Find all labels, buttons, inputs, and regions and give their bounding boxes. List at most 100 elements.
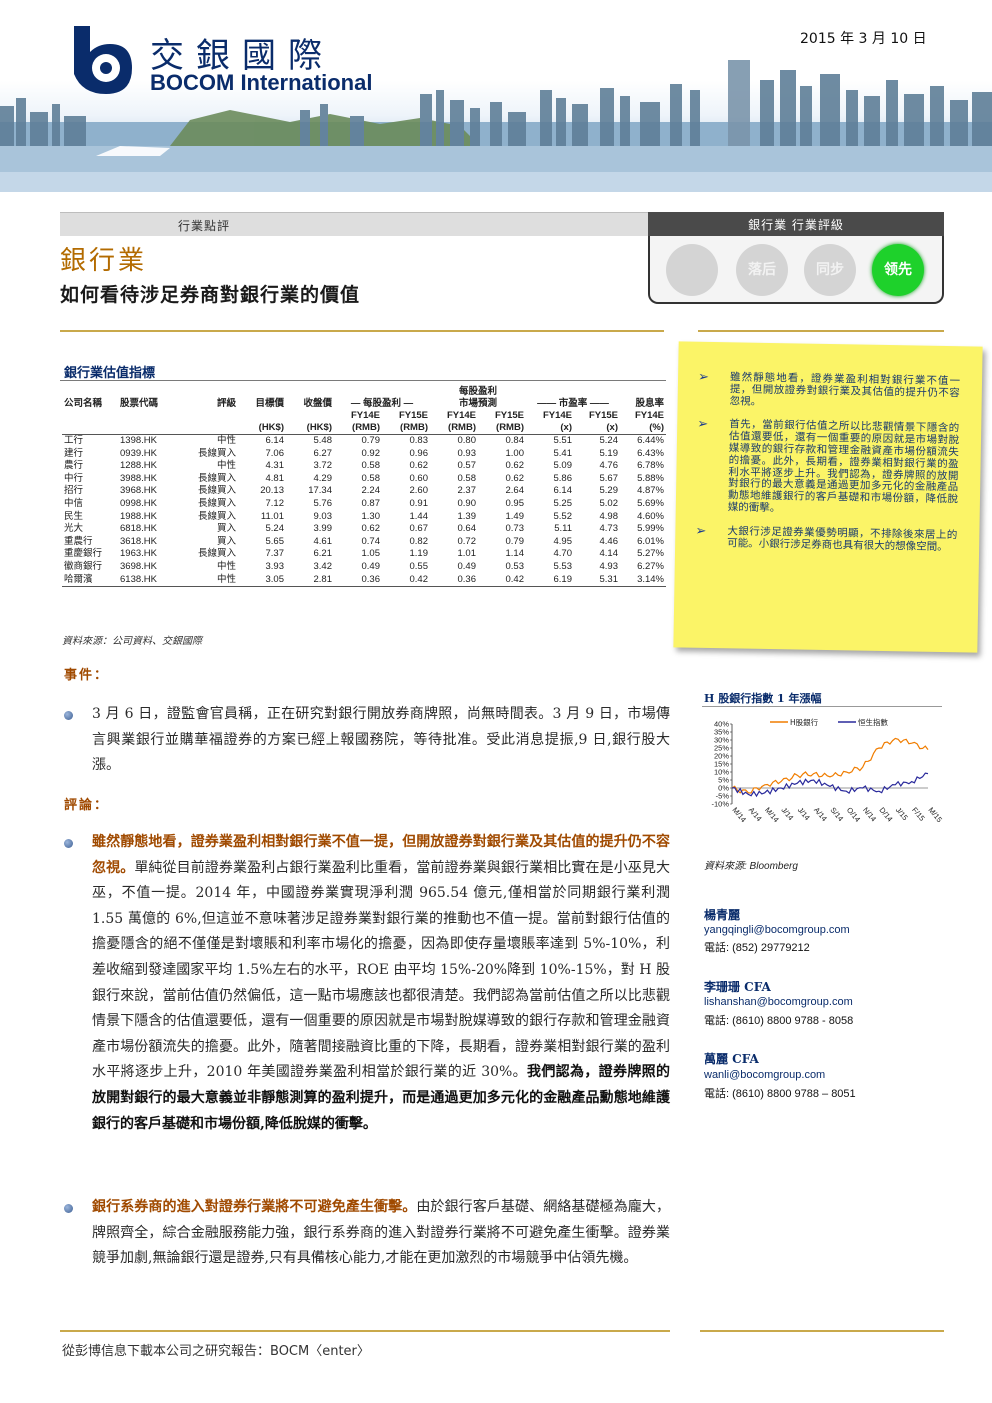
table-cell: 4.93 [599,560,619,572]
bullet-icon [64,839,73,848]
table-cell: 長線買入 [197,485,236,497]
table-cell: 5.52 [553,510,573,522]
table-cell: 0.55 [409,560,429,572]
col-unit: (RMB) [382,422,430,435]
table-cell: 買入 [216,523,236,535]
analyst-email[interactable]: wanli@bocomgroup.com [704,1069,826,1081]
table-cell: 0.58 [457,472,477,484]
x-tick-label: A/14 [747,806,764,824]
table-cell: 0.64 [457,523,477,535]
table-cell: 0.67 [409,523,429,535]
table-cell: 4.81 [265,472,285,484]
analyst-phone: 電話: (8610) 8800 9788 - 8058 [704,1015,854,1027]
valuation-table-title: 銀行業估值指標 [64,366,156,381]
key-point-item: ➢ 首先，當前銀行估值之所以比悲觀情景下隱含的估值還要低，還有一個重要的原因就是… [696,417,960,518]
event-paragraph: 3 月 6 日，證監會官員稱，正在研究對銀行開放券商牌照，尚無時間表。3 月 9… [92,706,670,774]
commentary-paragraph-2: 銀行系券商的進入對證券行業將不可避免產生衝擊。由於銀行客戶基礎、網絡基礎極為龐大… [92,1195,670,1272]
table-cell: 民生 [64,510,84,522]
table-cell: 4.29 [313,472,333,484]
table-cell: 0.62 [505,460,525,472]
analyst-name: 楊青麗 [704,908,741,922]
y-tick-label: 5% [718,776,729,785]
hong-kong-skyline-image [0,60,992,192]
analyst-email[interactable]: yangqingli@bocomgroup.com [704,924,850,936]
table-cell: 5.86 [553,472,573,484]
analyst-phone: 電話: (852) 29779212 [704,942,810,954]
col-unit: (RMB) [334,422,382,435]
table-cell: 徽商銀行 [64,560,103,572]
table-cell: 5.29 [599,485,619,497]
table-cell: 3988.HK [120,472,157,484]
x-tick-label: O/14 [845,806,862,824]
table-cell: 0.79 [361,435,381,446]
company-logo: 交銀國際 BOCOM International [60,22,390,100]
title-divider-left [60,330,664,332]
y-tick-label: -10% [711,800,729,809]
rating-traffic-lights: 落后 同步 领先 [648,236,944,304]
table-cell: 0.62 [409,460,429,472]
table-cell: 長線買入 [197,497,236,509]
commentary-1-conclusion: 我們認為，證券牌照的放開對銀行的最大意義並非靜態測算的盈利提升，而是通過更加多元… [92,1064,671,1132]
table-cell: 1.05 [361,548,381,560]
table-cell: 1.39 [457,510,477,522]
table-cell: 4.70 [553,548,573,560]
table-cell: 3.93 [265,560,285,572]
table-cell: 工行 [64,435,84,446]
table-cell: 哈爾濱 [62,573,118,588]
table-cell: 11.01 [260,510,284,522]
table-cell: 3.99 [313,523,333,535]
bocom-logo-icon [74,26,132,94]
col-header-eps: — 每股盈利 — [350,398,414,409]
footer-text: 從彭博信息下載本公司之研究報告：BOCM〈enter〉 [62,1344,370,1359]
table-cell: 招行 [64,485,84,497]
table-cell: 0.72 [457,535,477,547]
event-heading: 事件： [64,668,110,683]
table-cell: 4.60% [637,510,664,522]
table-cell: 6.19 [526,573,574,588]
analyst-email[interactable]: lishanshan@bocomgroup.com [704,996,853,1008]
col-unit: (HK$) [238,422,286,435]
x-tick-label: A/14 [812,806,829,824]
table-cell: 5.24 [599,435,619,446]
col-header-ticker: 股票代碼 [120,398,159,409]
chart-title-rule [702,706,942,707]
table-cell: 0.36 [334,573,382,588]
table-cell: 5.76 [313,497,333,509]
table-cell: 1.00 [505,447,525,459]
sector-title: 銀行業 [60,246,148,276]
col-unit: (HK$) [286,422,334,435]
table-cell: 0998.HK [120,497,157,509]
table-cell: 長線買入 [197,548,236,560]
arrow-bullet-icon: ➢ [695,523,707,539]
table-cell: 5.69% [637,497,664,509]
table-cell: 0.80 [457,435,477,446]
table-cell: 5.88% [637,472,664,484]
table-cell: 4.46 [599,535,619,547]
table-cell: 0.91 [409,497,429,509]
key-points-sticky-note: ➢ 雖然靜態地看，證券業盈利相對銀行業不值一提，但開放證券對銀行業及其估值的提升… [673,341,983,653]
rating-light-outperform: 领先 [872,244,924,296]
table-source-note: 資料來源：公司資料、交銀國際 [62,636,202,647]
key-point-text: 首先，當前銀行估值之所以比悲觀情景下隱含的估值還要低，還有一個重要的原因就是市場… [727,418,960,515]
table-cell: 1288.HK [120,460,157,472]
table-cell: 5.41 [553,447,573,459]
table-cell: 0.58 [361,460,381,472]
table-cell: 0.60 [409,472,429,484]
x-tick-label: J/14 [796,806,812,823]
col-header-rating: 評級 [216,398,236,409]
table-cell: 5.02 [599,497,619,509]
table-cell: 0.92 [361,447,381,459]
table-cell: 1963.HK [120,548,157,560]
report-type-bar: 行業點評 [60,212,648,236]
arrow-bullet-icon: ➢ [697,417,709,433]
table-cell: 6.21 [313,548,333,560]
table-cell: 1988.HK [120,510,157,522]
table-cell: 2.81 [286,573,334,588]
col-header-eps-consensus: 每股盈利市場預測 [458,386,497,409]
x-tick-label: M/14 [730,806,748,825]
table-cell: 4.95 [553,535,573,547]
